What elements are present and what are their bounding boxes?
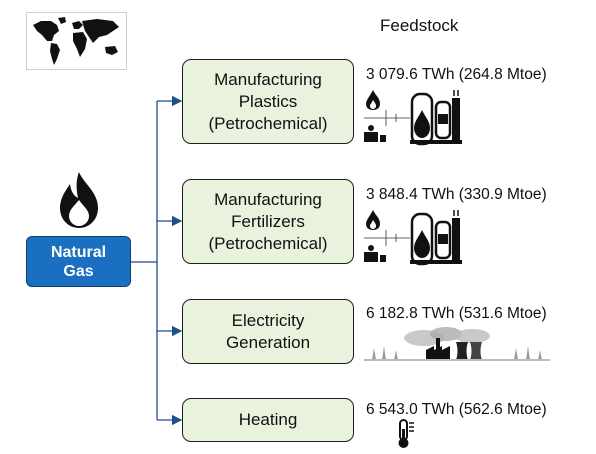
petrochemical-plant-icon	[362, 88, 466, 151]
natural-gas-box: Natural Gas	[26, 236, 131, 287]
plastics-box: Manufacturing Plastics (Petrochemical)	[182, 59, 354, 144]
plastics-line1: Manufacturing	[214, 69, 322, 89]
heating-value: 6 543.0 TWh (562.6 Mtoe)	[366, 401, 547, 418]
natural-gas-label-line2: Gas	[63, 262, 94, 280]
fertilizers-value: 3 848.4 TWh (330.9 Mtoe)	[366, 186, 547, 203]
fertilizers-line3: (Petrochemical)	[208, 233, 328, 253]
world-map-icon	[26, 12, 127, 70]
flame-icon	[56, 170, 102, 235]
heating-box: Heating	[182, 398, 354, 442]
electricity-box: Electricity Generation	[182, 299, 354, 364]
fertilizers-line1: Manufacturing	[214, 189, 322, 209]
electricity-line1: Electricity	[231, 310, 305, 330]
plastics-value: 3 079.6 TWh (264.8 Mtoe)	[366, 66, 547, 83]
plastics-line2: Plastics	[238, 91, 298, 111]
heating-line1: Heating	[238, 410, 298, 429]
electricity-value: 6 182.8 TWh (531.6 Mtoe)	[366, 305, 547, 322]
thermometer-icon	[395, 419, 417, 454]
fertilizers-box: Manufacturing Fertilizers (Petrochemical…	[182, 179, 354, 264]
power-plant-icon	[364, 326, 550, 367]
plastics-line3: (Petrochemical)	[208, 113, 328, 133]
electricity-line2: Generation	[225, 332, 311, 352]
natural-gas-label-line1: Natural	[50, 243, 107, 261]
feedstock-title: Feedstock	[380, 16, 459, 35]
fertilizers-line2: Fertilizers	[231, 211, 305, 231]
petrochemical-plant-icon	[362, 208, 466, 271]
